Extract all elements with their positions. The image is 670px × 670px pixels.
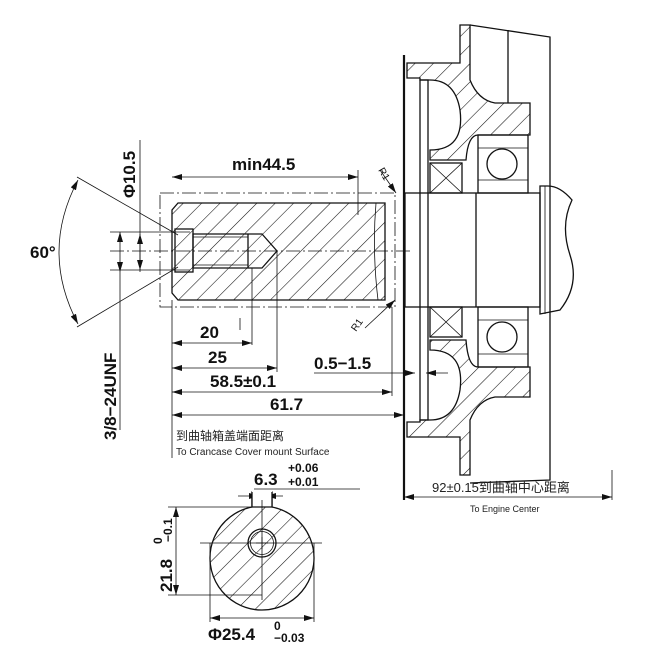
gasket bbox=[419, 79, 429, 421]
total-length-label: 61.7 bbox=[270, 395, 303, 414]
housing-top bbox=[406, 24, 531, 161]
angle-label: 60° bbox=[30, 243, 56, 262]
length-dimensions: 20 25 58.5±0.1 61.7 0.5−1.5 bbox=[171, 251, 448, 420]
crankcase-label-en: To Crancase Cover mount Surface bbox=[176, 447, 330, 458]
engine-center-label-en: To Engine Center bbox=[470, 504, 540, 514]
thread-depth-label: 20 bbox=[200, 323, 219, 342]
housing-bottom bbox=[406, 339, 531, 476]
shaft-cross-section bbox=[200, 490, 322, 611]
key-envelope-outline bbox=[159, 192, 396, 308]
key-width-label: 6.3 bbox=[254, 470, 278, 489]
key-width-tol-lower: +0.01 bbox=[288, 475, 319, 489]
shaft-diameter-tol-lower: −0.03 bbox=[274, 631, 305, 645]
crankcase-cover-section bbox=[406, 24, 551, 484]
crankshaft-body bbox=[402, 55, 574, 500]
crankcase-label-cn: 到曲轴箱盖端面距离 bbox=[176, 428, 284, 443]
radius-bottom-label: R1 bbox=[349, 317, 366, 334]
shaft-diameter-tol-upper: 0 bbox=[274, 619, 281, 633]
key-depth-label: 21.8 bbox=[157, 559, 176, 592]
shaft-length-label: 58.5±0.1 bbox=[210, 372, 276, 391]
min-length-label: min44.5 bbox=[232, 155, 295, 174]
radius-top-label: R1 bbox=[375, 166, 391, 183]
key-depth-tol-upper: 0 bbox=[151, 537, 165, 544]
engine-center-label: 92±0.15到曲轴中心距离 bbox=[432, 480, 570, 495]
oil-seal-bottom bbox=[429, 306, 463, 338]
bearing-bottom bbox=[477, 306, 529, 368]
drill-depth-label: 25 bbox=[208, 348, 227, 367]
thread-diameter-label: Φ10.5 bbox=[120, 151, 139, 198]
shaft-side-view bbox=[110, 192, 410, 308]
shaft-break-end bbox=[539, 185, 574, 315]
oil-seal-top bbox=[429, 162, 463, 194]
key-width-tol-upper: +0.06 bbox=[288, 461, 319, 475]
gap-label: 0.5−1.5 bbox=[314, 354, 371, 373]
shaft-diameter-label: Φ25.4 bbox=[208, 625, 256, 644]
thread-spec-label: 3/8−24UNF bbox=[101, 353, 120, 440]
thread-angle-dim: 60° bbox=[30, 176, 179, 328]
key-depth-tol-lower: −0.1 bbox=[161, 518, 175, 542]
bearing-top bbox=[477, 134, 529, 194]
shaft-section bbox=[171, 202, 386, 301]
